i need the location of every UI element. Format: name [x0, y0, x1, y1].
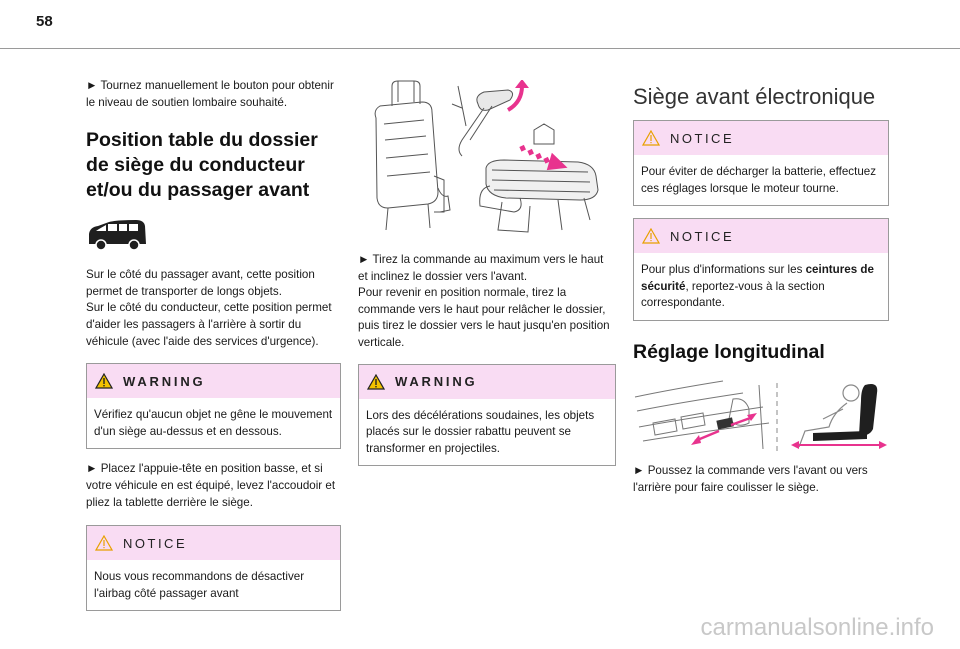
warning-label: WARNING	[395, 374, 478, 390]
warning-triangle-icon	[367, 373, 385, 390]
seatbelts-link-text: ceintures de sécurité	[641, 263, 874, 293]
notice-triangle-icon	[642, 228, 660, 244]
notice-text: Pour plus d'informations sur les ceintur…	[641, 262, 881, 312]
notice-box-airbag: NOTICE Nous vous recommandons de désacti…	[86, 525, 341, 612]
warning-triangle-icon	[95, 373, 113, 389]
notice-box-seatbelts: NOTICE Pour plus d'informations sur les …	[633, 218, 889, 321]
longitudinal-adjust-illustration	[633, 379, 889, 453]
slide-seat-step: ► Poussez la commande vers l'avant ou ve…	[633, 463, 868, 494]
warning-header: WARNING	[359, 364, 615, 399]
warning-label: WARNING	[123, 373, 206, 389]
section-heading-electronic-seat: Siège avant électronique	[633, 84, 876, 109]
notice-label: NOTICE	[123, 535, 188, 551]
watermark-footer: carmanualsonline.info	[700, 614, 934, 641]
warning-box-projectiles: WARNING Lors des décélérations soudaines…	[358, 363, 616, 467]
table-position-description: Sur le côté du passager avant, cette pos…	[86, 268, 332, 348]
notice-label: NOTICE	[670, 228, 735, 244]
section-heading-table-position: Position table du dossier de siège du co…	[86, 129, 318, 202]
van-icon	[86, 218, 341, 254]
seat-folding-illustration	[358, 79, 616, 240]
notice-text: Nous vous recommandons de désactiver l'a…	[94, 570, 305, 600]
column-right: Siège avant électronique NOTICE Pour évi…	[633, 84, 889, 496]
fold-backrest-step: ► Tirez la commande au maximum vers le h…	[358, 253, 610, 349]
warning-text: Lors des décélérations soudaines, les ob…	[366, 408, 595, 455]
notice-text-after: , reportez-vous à la section corresponda…	[641, 279, 825, 310]
column-middle: ► Tirez la commande au maximum vers le h…	[358, 79, 616, 467]
notice-text: Pour éviter de décharger la batterie, ef…	[641, 165, 877, 195]
notice-box-battery: NOTICE Pour éviter de décharger la batte…	[633, 120, 889, 207]
notice-triangle-icon	[642, 130, 660, 146]
notice-header: NOTICE	[634, 121, 888, 155]
notice-header: NOTICE	[87, 526, 340, 561]
page-number: 58	[36, 13, 53, 30]
warning-header: WARNING	[87, 364, 340, 399]
intro-step: ► Tournez manuellement le bouton pour ob…	[86, 79, 334, 109]
header-divider	[0, 48, 960, 49]
warning-text: Vérifiez qu'aucun objet ne gêne le mouve…	[94, 408, 333, 438]
warning-box: WARNING Vérifiez qu'aucun objet ne gêne …	[86, 363, 341, 450]
section-heading-longitudinal: Réglage longitudinal	[633, 340, 825, 363]
headrest-step: ► Placez l'appuie-tête en position basse…	[86, 462, 336, 509]
notice-header: NOTICE	[634, 219, 888, 254]
notice-triangle-icon	[95, 535, 113, 551]
notice-label: NOTICE	[670, 130, 735, 146]
column-left: ► Tournez manuellement le bouton pour ob…	[86, 78, 341, 612]
notice-text-before: Pour plus d'informations sur les	[641, 263, 806, 277]
